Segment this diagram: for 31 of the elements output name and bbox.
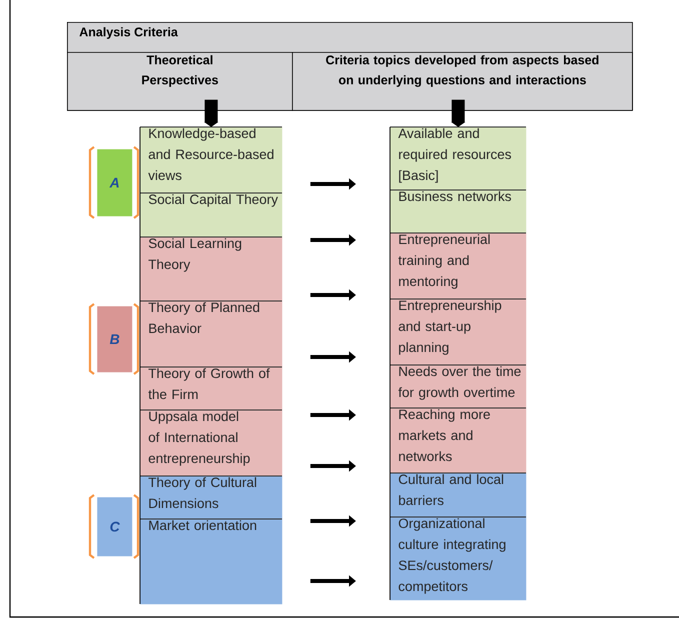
table-cell: Market orientation — [140, 519, 282, 604]
table-cell: Uppsala model of International entrepreneurship — [140, 410, 282, 476]
group-label: C — [97, 497, 132, 556]
table-cell: Entrepreneurship and start-up planning — [390, 299, 526, 366]
table-cell: Social Learning Theory — [140, 237, 282, 302]
node-label: Theory of Growth of the Firm — [148, 368, 270, 400]
table-cell: Cultural and local barriers — [390, 473, 526, 518]
node-label: Reaching more markets and networks — [399, 409, 490, 462]
table-cell: Available and required resources [Basic] — [390, 127, 526, 190]
node-label: Business networks — [399, 191, 511, 202]
node-label: Entrepreneurship and start-up planning — [398, 300, 502, 355]
table-cell: Social Capital Theory — [140, 193, 282, 238]
group-label: A — [97, 149, 132, 216]
column-header: Criteria topics developed from aspects based on underlying questions and interactions — [292, 52, 633, 111]
table-cell: Organizational culture integrating SEs/customers/ competitors — [390, 517, 526, 600]
table-cell: Reaching more markets and networks — [390, 408, 526, 474]
node-label: Theory of Planned Behavior — [148, 302, 260, 334]
table-cell: Needs over the time for growth overtime — [390, 365, 526, 408]
node-label: Uppsala model of International entrepreneurship — [148, 411, 250, 466]
table-cell: Entrepreneurial training and mentoring — [390, 233, 526, 300]
table-cell: Theory of Growth of the Firm — [140, 367, 282, 410]
node-label: Needs over the time for growth overtime — [398, 366, 521, 400]
table-cell: Theory of Planned Behavior — [140, 301, 282, 368]
table-cell: Theory of Cultural Dimensions — [140, 476, 282, 520]
table-cell: Business networks — [390, 190, 526, 234]
column-header: Theoretical Perspectives — [67, 52, 293, 111]
table-cell: Knowledge-based and Resource-based views — [140, 127, 282, 194]
group-label: B — [97, 306, 132, 372]
node-label: Social Capital Theory — [148, 194, 278, 207]
node-label: Organizational culture integrating SEs/customers/ competitors — [398, 518, 506, 594]
node-label: Market orientation — [149, 520, 256, 530]
